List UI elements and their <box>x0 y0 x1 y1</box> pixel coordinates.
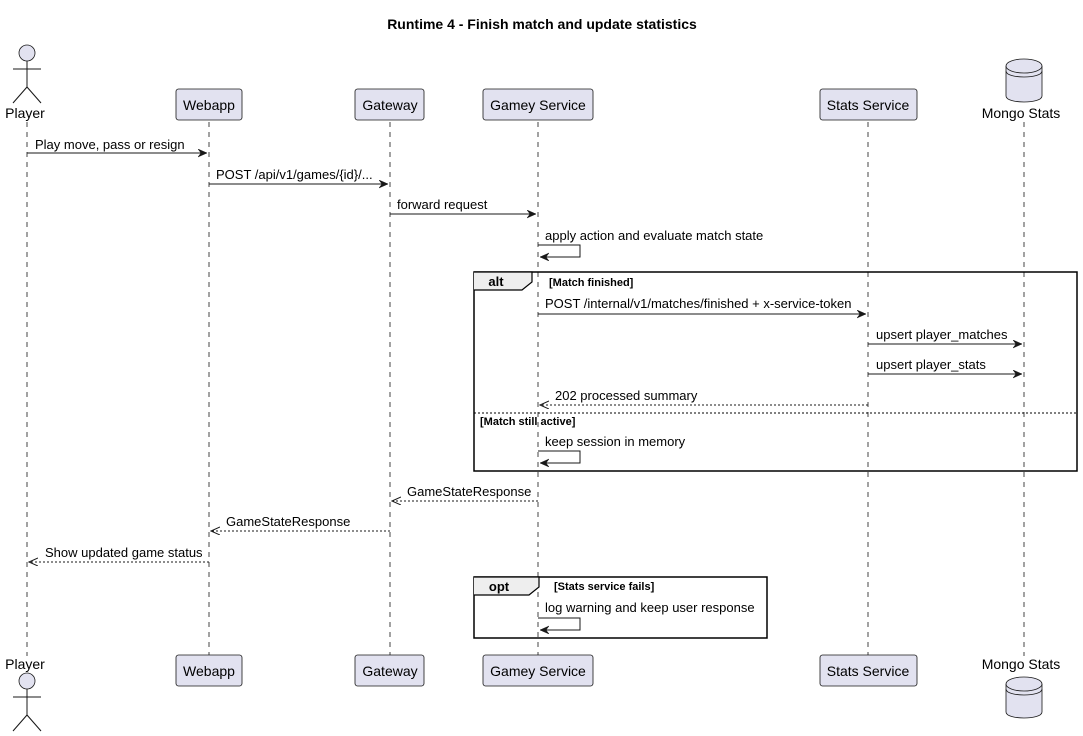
message-label: POST /internal/v1/matches/finished + x-s… <box>545 296 851 311</box>
participant-gamey-service: Gamey Service <box>482 88 594 121</box>
message-label: Show updated game status <box>45 545 203 560</box>
fragment-guard: [Match finished] <box>549 277 634 289</box>
participant-stats-service-label: Stats Service <box>827 663 910 679</box>
participant-stats-service: Stats Service <box>819 654 918 687</box>
message-label: upsert player_matches <box>876 327 1008 342</box>
message-label: Play move, pass or resign <box>35 137 185 152</box>
message-label: log warning and keep user response <box>545 600 755 615</box>
fragment-else-guard: [Match still active] <box>480 416 576 428</box>
self-message-arrow <box>538 617 581 630</box>
participant-player-label: Player <box>5 105 45 121</box>
message-label: POST /api/v1/games/{id}/... <box>216 167 373 182</box>
participant-stats-service-label: Stats Service <box>827 97 910 113</box>
self-message-arrow <box>538 244 581 257</box>
participant-mongo-stats-label: Mongo Stats <box>982 656 1061 672</box>
participant-webapp-label: Webapp <box>183 663 235 679</box>
participant-webapp: Webapp <box>175 88 243 121</box>
participant-player-label: Player <box>5 656 45 672</box>
participant-gateway-label: Gateway <box>362 97 417 113</box>
message-label: upsert player_stats <box>876 357 986 372</box>
actor-icon <box>12 44 42 104</box>
self-message-arrow <box>538 450 581 463</box>
participant-webapp: Webapp <box>175 654 243 687</box>
message-label: GameStateResponse <box>226 514 350 529</box>
participant-gamey-service-label: Gamey Service <box>490 663 586 679</box>
opt-fragment: opt [Stats service fails] <box>473 576 768 639</box>
alt-fragment: alt [Match finished] [Match still active… <box>473 271 1078 472</box>
fragment-keyword: opt <box>489 579 510 594</box>
participant-gamey-service-label: Gamey Service <box>490 97 586 113</box>
participant-webapp-label: Webapp <box>183 97 235 113</box>
message-label: GameStateResponse <box>407 484 531 499</box>
participant-gateway: Gateway <box>354 654 425 687</box>
database-icon <box>1005 58 1043 103</box>
message-label: forward request <box>397 197 488 212</box>
fragment-guard: [Stats service fails] <box>554 581 655 593</box>
participant-mongo-stats-label: Mongo Stats <box>982 105 1061 121</box>
diagram-title: Runtime 4 - Finish match and update stat… <box>387 16 697 32</box>
participant-gateway-label: Gateway <box>362 663 417 679</box>
database-icon <box>1005 676 1043 719</box>
message-label: keep session in memory <box>545 434 686 449</box>
actor-icon <box>12 672 42 732</box>
message-label: apply action and evaluate match state <box>545 228 763 243</box>
message-label: 202 processed summary <box>555 388 698 403</box>
participant-stats-service: Stats Service <box>819 88 918 121</box>
participant-gateway: Gateway <box>354 88 425 121</box>
fragment-keyword: alt <box>488 274 504 289</box>
participant-gamey-service: Gamey Service <box>482 654 594 687</box>
